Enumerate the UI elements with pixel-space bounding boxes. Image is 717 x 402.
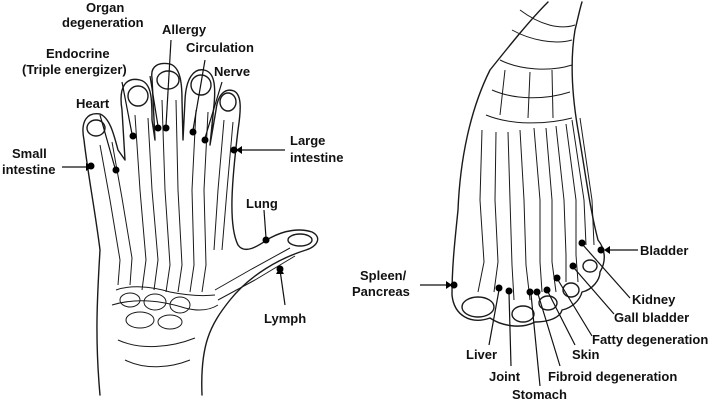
foot-outline	[451, 1, 605, 327]
circulation-leader	[192, 59, 206, 131]
small-intestine-point	[87, 162, 95, 170]
label-lung: Lung	[246, 196, 278, 211]
label-joint: Joint	[489, 369, 521, 384]
thumb-nail	[287, 233, 313, 247]
little-nail	[86, 119, 106, 137]
label-endocrine-1: Endocrine	[46, 46, 110, 61]
gall-bladder-leader	[573, 267, 615, 315]
bladder-point	[597, 246, 605, 254]
label-stomach: Stomach	[512, 387, 567, 402]
second-toe-nail	[511, 305, 535, 323]
allergy-point	[162, 124, 170, 132]
fibroid-degeneration-leader	[537, 293, 561, 367]
third-toe-nail	[538, 295, 558, 311]
joint-point	[505, 287, 513, 295]
label-spleen-1: Spleen/	[360, 268, 407, 283]
endocrine-leader	[121, 81, 133, 135]
index-nail	[190, 74, 212, 96]
fourth-toe-nail	[562, 282, 580, 298]
label-gall-bladder: Gall bladder	[614, 310, 689, 325]
stomach-leader	[530, 293, 541, 387]
joint-leader	[508, 292, 512, 367]
label-lymph: Lymph	[264, 311, 306, 326]
label-organ-degeneration-2: degeneration	[62, 15, 144, 30]
heart-leader	[99, 114, 116, 169]
hand-outline	[82, 62, 319, 396]
label-nerve: Nerve	[214, 64, 250, 79]
label-spleen-2: Pancreas	[352, 284, 410, 299]
kidney-leader	[582, 244, 631, 299]
stomach-point	[526, 288, 534, 296]
label-fibroid-degeneration: Fibroid degeneration	[548, 369, 677, 384]
kidney-point	[578, 239, 586, 247]
label-large-intestine-1: Large	[290, 133, 325, 148]
spleen-point	[450, 281, 458, 289]
hand-illustration	[82, 62, 319, 396]
label-small-intestine-2: intestine	[2, 162, 55, 177]
organ-degeneration-point	[154, 124, 162, 132]
hand-labels: Organ degeneration Allergy Circulation E…	[2, 0, 343, 326]
label-endocrine-2: (Triple energizer)	[22, 62, 127, 77]
liver-point	[495, 284, 503, 292]
foot-illustration	[451, 1, 605, 327]
lymph-leader	[279, 269, 286, 306]
little-toe-nail	[582, 259, 598, 273]
circulation-point	[189, 128, 197, 136]
fatty-degeneration-leader	[557, 279, 593, 337]
label-kidney: Kidney	[632, 292, 676, 307]
foot-points	[420, 239, 638, 387]
label-small-intestine-1: Small	[12, 146, 47, 161]
allergy-leader	[165, 39, 172, 127]
large-intestine-point	[230, 146, 238, 154]
lung-point	[262, 236, 270, 244]
gall-bladder-point	[569, 262, 577, 270]
label-heart: Heart	[76, 96, 110, 111]
lung-leader	[263, 209, 267, 239]
foot-bones	[477, 9, 595, 301]
label-organ-degeneration-1: Organ	[86, 0, 124, 15]
skin-point	[543, 286, 551, 294]
liver-leader	[488, 289, 500, 346]
label-skin: Skin	[572, 347, 600, 362]
label-circulation: Circulation	[186, 40, 254, 55]
fibroid-degeneration-point	[533, 288, 541, 296]
label-liver: Liver	[466, 347, 497, 362]
big-toe-nail	[461, 296, 495, 318]
foot-labels: Bladder Spleen/ Pancreas Kidney Gall bla…	[352, 243, 708, 402]
lymph-point	[276, 265, 284, 273]
label-fatty-degeneration: Fatty degeneration	[592, 332, 708, 347]
endocrine-point	[129, 132, 137, 140]
fatty-degeneration-point	[553, 274, 561, 282]
skin-leader	[547, 291, 576, 346]
heart-point	[112, 166, 120, 174]
ring-nail	[127, 85, 149, 107]
organ-degeneration-leader	[149, 75, 159, 127]
label-allergy: Allergy	[162, 22, 207, 37]
label-bladder: Bladder	[640, 243, 688, 258]
label-large-intestine-2: intestine	[290, 150, 343, 165]
nerve-point	[201, 136, 209, 144]
thumb-side-nail	[219, 92, 237, 112]
hand-points	[62, 39, 286, 306]
nerve-leader	[204, 81, 223, 139]
